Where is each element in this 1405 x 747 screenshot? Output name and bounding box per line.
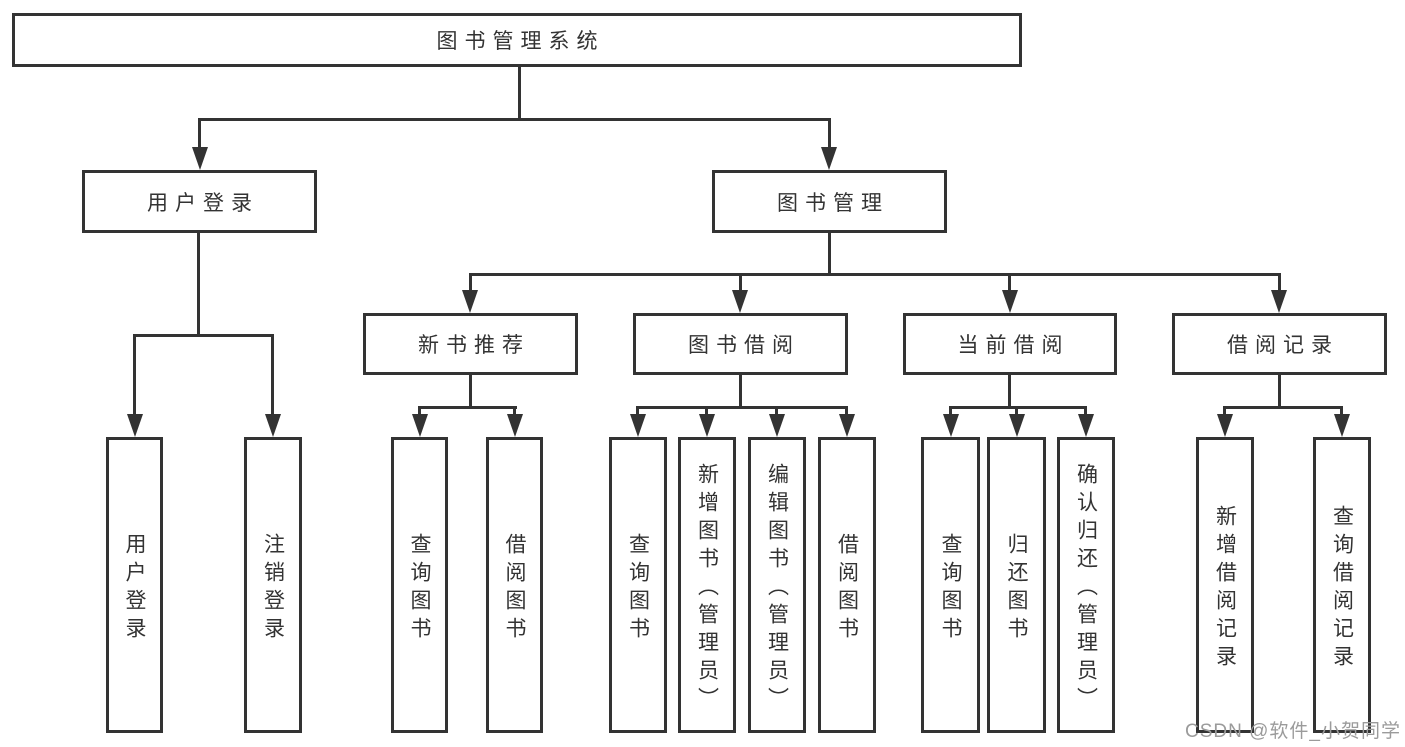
connector-line: [705, 406, 708, 416]
arrow-down-icon: [1217, 414, 1233, 437]
node-label: 注销登录: [261, 532, 285, 645]
node-label: 新书推荐: [418, 334, 530, 357]
node-query-borrow-record: 查询借阅记录: [1313, 437, 1371, 733]
node-library-management-system: 图书管理系统: [12, 13, 1022, 67]
node-label: 新增借阅记录: [1213, 504, 1237, 673]
node-query-books-borrowing: 查询图书: [609, 437, 667, 733]
node-borrow-books-recommend: 借阅图书: [486, 437, 543, 733]
node-label: 图书借阅: [688, 334, 800, 357]
node-new-book-recommendation: 新书推荐: [363, 313, 578, 375]
node-borrow-books-borrowing: 借阅图书: [818, 437, 876, 733]
connector-line: [828, 118, 831, 149]
connector-line: [636, 406, 639, 416]
connector-line: [418, 406, 421, 416]
node-query-books-current: 查询图书: [921, 437, 980, 733]
node-label: 用户登录: [147, 191, 259, 215]
node-label: 图书管理系统: [436, 30, 605, 53]
connector-line: [739, 375, 742, 408]
arrow-down-icon: [943, 414, 959, 437]
node-label: 图书管理: [777, 191, 889, 215]
connector-line: [1015, 406, 1018, 416]
connector-line: [949, 406, 952, 416]
node-edit-books-admin: 编辑图书（管理员）: [748, 437, 806, 733]
node-return-books: 归还图书: [987, 437, 1046, 733]
arrow-down-icon: [1009, 414, 1025, 437]
connector-line: [1084, 406, 1087, 416]
arrow-down-icon: [412, 414, 428, 437]
connector-line: [828, 233, 831, 276]
connector-line: [1223, 406, 1226, 416]
arrow-down-icon: [630, 414, 646, 437]
connector-line: [845, 406, 848, 416]
connector-line: [518, 67, 521, 120]
connector-line: [1278, 375, 1281, 408]
watermark: CSDN @软件_小贺同学: [1185, 721, 1401, 742]
node-book-borrowing: 图书借阅: [633, 313, 848, 375]
node-label: 查询借阅记录: [1330, 504, 1354, 673]
arrow-down-icon: [699, 414, 715, 437]
node-borrowing-records: 借阅记录: [1172, 313, 1387, 375]
connector-line: [133, 334, 274, 337]
connector-line: [949, 406, 1087, 409]
node-current-borrowing: 当前借阅: [903, 313, 1117, 375]
connector-line: [133, 334, 136, 416]
node-label: 借阅图书: [835, 532, 859, 645]
arrow-down-icon: [462, 290, 478, 313]
arrow-down-icon: [732, 290, 748, 313]
node-add-borrow-record: 新增借阅记录: [1196, 437, 1254, 733]
arrow-down-icon: [839, 414, 855, 437]
connector-line: [198, 118, 201, 149]
arrow-down-icon: [1078, 414, 1094, 437]
connector-line: [513, 406, 516, 416]
connector-line: [775, 406, 778, 416]
node-label: 确认归还（管理员）: [1074, 462, 1098, 715]
node-book-management: 图书管理: [712, 170, 947, 233]
connector-line: [418, 406, 517, 409]
node-label: 借阅图书: [503, 532, 526, 645]
connector-line: [197, 233, 200, 337]
node-label: 编辑图书（管理员）: [765, 462, 789, 715]
node-label: 归还图书: [1005, 532, 1028, 645]
connector-line: [469, 273, 472, 293]
node-query-books-recommend: 查询图书: [391, 437, 448, 733]
connector-line: [1008, 273, 1011, 293]
node-label: 用户登录: [123, 532, 146, 645]
arrow-down-icon: [265, 414, 281, 437]
node-label: 当前借阅: [957, 334, 1070, 357]
node-add-books-admin: 新增图书（管理员）: [678, 437, 736, 733]
node-label: 查询图书: [939, 532, 962, 645]
node-label: 查询图书: [626, 532, 650, 645]
arrow-down-icon: [1334, 414, 1350, 437]
connector-line: [636, 406, 848, 409]
node-logout: 注销登录: [244, 437, 302, 733]
arrow-down-icon: [769, 414, 785, 437]
node-label: 借阅记录: [1227, 334, 1339, 357]
connector-line: [469, 375, 472, 408]
connector-line: [739, 273, 742, 293]
connector-line: [1340, 406, 1343, 416]
arrow-down-icon: [1271, 290, 1287, 313]
arrow-down-icon: [127, 414, 143, 437]
node-label: 查询图书: [408, 532, 431, 645]
connector-line: [1223, 406, 1343, 409]
arrow-down-icon: [1002, 290, 1018, 313]
node-user-login: 用户登录: [82, 170, 317, 233]
arrow-down-icon: [507, 414, 523, 437]
arrow-down-icon: [821, 147, 837, 170]
connector-line: [1278, 273, 1281, 293]
connector-line: [1008, 375, 1011, 408]
node-confirm-return-admin: 确认归还（管理员）: [1057, 437, 1115, 733]
connector-line: [271, 334, 274, 416]
connector-line: [198, 118, 831, 121]
arrow-down-icon: [192, 147, 208, 170]
node-user-login-leaf: 用户登录: [106, 437, 163, 733]
connector-line: [469, 273, 1281, 276]
node-label: 新增图书（管理员）: [695, 462, 719, 715]
